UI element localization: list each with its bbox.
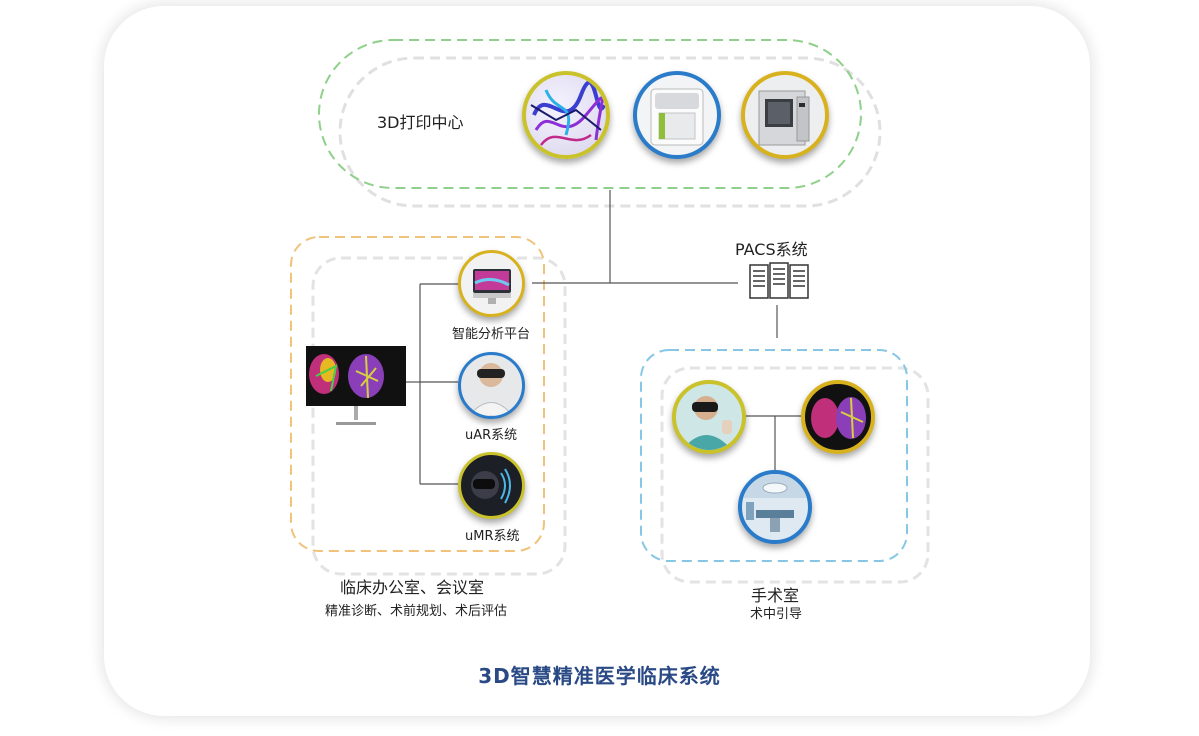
umr-label: uMR系统 <box>465 529 520 544</box>
3d-printer-industrial-icon <box>741 71 829 159</box>
operating-room-subtitle: 术中引导 <box>750 607 803 622</box>
printing-center-outline <box>318 39 862 189</box>
clinical-office-title: 临床办公室、会议室 <box>340 578 485 597</box>
liver-hologram-icon <box>801 380 875 454</box>
surgeon-vr-icon <box>672 380 746 454</box>
printing-center-label: 3D打印中心 <box>377 113 464 132</box>
operating-room-title: 手术室 <box>751 586 800 605</box>
server-stack-icon <box>748 262 810 304</box>
monitor-liver-icon <box>306 346 406 430</box>
platform-label: 智能分析平台 <box>452 327 531 342</box>
operating-room-shadow-outline <box>660 366 930 584</box>
diagram-title: 3D智慧精准医学临床系统 <box>478 664 721 688</box>
clinical-office-subtitle: 精准诊断、术前规划、术后评估 <box>325 604 508 619</box>
uar-label: uAR系统 <box>465 428 518 443</box>
ar-headset-user-icon <box>458 352 525 419</box>
3d-printer-white-icon <box>633 71 721 159</box>
operating-room-icon <box>738 470 812 544</box>
pacs-label: PACS系统 <box>735 240 808 259</box>
vascular-3d-model-icon <box>522 71 610 159</box>
operating-room-outline <box>640 349 908 562</box>
clinical-office-outline <box>290 236 545 552</box>
imac-icon <box>458 250 525 317</box>
mr-headset-user-icon <box>458 452 525 519</box>
clinical-office-shadow-outline <box>311 256 567 576</box>
